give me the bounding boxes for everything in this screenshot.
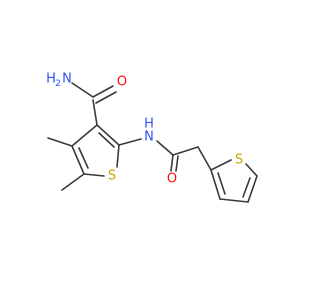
bond-c4-methyl	[47, 137, 73, 147]
amide-h-subscript: 2	[55, 79, 61, 89]
bond-c12-c11-double	[217, 172, 226, 195]
bond-c4-c5-double	[78, 147, 89, 169]
bond-s2-c14	[245, 163, 258, 177]
bond-c13-c12	[219, 198, 249, 203]
nh-h-text: H	[144, 117, 154, 132]
molecule-diagram: H 2 N O S H N O S	[46, 72, 258, 203]
amide-nh-label: H N	[144, 117, 154, 145]
amide-h-text: H	[46, 72, 56, 87]
acyl-oxygen: O	[167, 172, 177, 187]
bond-c9-o-1	[170, 154, 174, 172]
bond-c2-nh	[118, 138, 142, 146]
bond-c14-c13	[247, 175, 258, 203]
amide-n-text: N	[62, 72, 72, 87]
bond-c10-c11	[197, 146, 212, 171]
bond-s1-c2	[116, 144, 120, 168]
bond-nh-c9	[156, 140, 174, 156]
bond-c7-o-amide-1	[92, 85, 114, 98]
bond-c14-c13-double	[242, 177, 251, 198]
bond-c9-o-2	[175, 155, 179, 172]
ring2-sulfur: S	[235, 153, 243, 168]
amide-oxygen: O	[117, 75, 127, 90]
structure-canvas: H 2 N O S H N O S	[46, 72, 258, 203]
amide-nh2-label: H 2 N	[46, 72, 72, 90]
nh-n-text: N	[144, 130, 154, 145]
bond-c3-c4	[71, 124, 98, 147]
bond-c3-c2-double	[98, 132, 115, 148]
bond-c7-c3	[92, 99, 98, 126]
bond-c7-o-amide-2	[95, 91, 117, 104]
bond-c4-c5	[71, 145, 85, 175]
bond-c5-s1	[83, 173, 105, 177]
bond-c5-methyl	[61, 173, 85, 191]
bond-c9-c10	[172, 146, 199, 156]
atom-labels: H 2 N O S H N O S	[46, 72, 243, 187]
bond-c11-s2	[210, 159, 232, 171]
bond-c7-n-amide	[71, 82, 94, 98]
bond-c3-c2	[96, 124, 120, 146]
ring1-sulfur: S	[108, 169, 116, 184]
bond-c12-c11	[210, 169, 221, 200]
bonds	[47, 82, 258, 203]
